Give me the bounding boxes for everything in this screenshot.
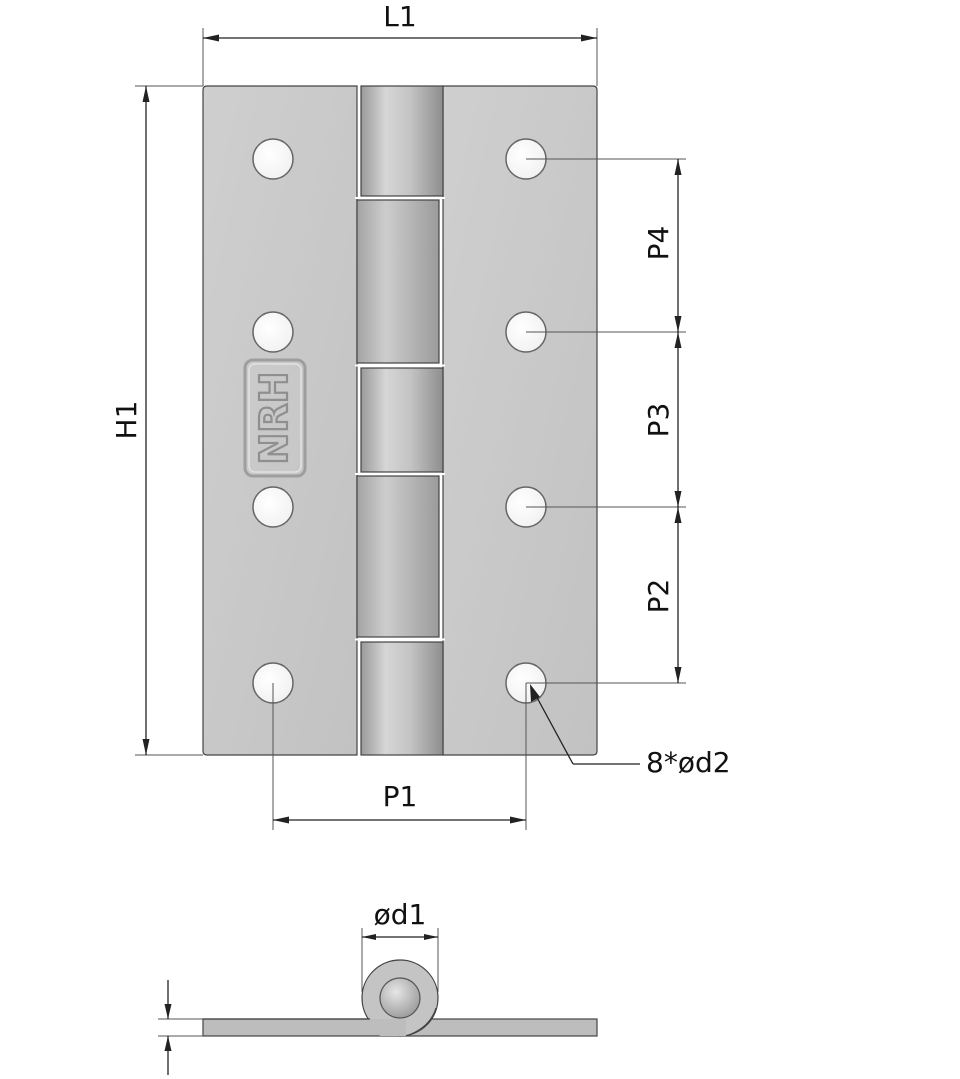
dimension-d1: ød1	[361, 898, 439, 992]
dimension-h1: H1	[110, 85, 203, 756]
hinge-side-view	[202, 959, 598, 1037]
label-p1: P1	[383, 780, 418, 813]
label-p2: P2	[642, 579, 675, 614]
mounting-hole	[252, 138, 294, 180]
dimension-p1: P1	[272, 683, 527, 830]
mounting-hole	[252, 486, 294, 528]
label-l1: L1	[383, 0, 416, 33]
label-p4: P4	[642, 226, 675, 261]
label-d1: ød1	[374, 898, 427, 931]
knuckle-segment-2	[356, 199, 440, 364]
label-h1: H1	[110, 401, 143, 440]
logo-lettering: NRH	[252, 372, 296, 465]
label-hole-spec: 8*ød2	[646, 746, 731, 779]
left-leaf	[202, 85, 358, 756]
right-leaf	[442, 85, 598, 756]
dimension-thickness	[158, 980, 203, 1075]
knuckle-segment-4	[356, 475, 440, 638]
pin-profile	[379, 977, 421, 1019]
knuckle-segment-3	[360, 367, 444, 473]
brand-logo: NRH	[243, 358, 307, 478]
knuckle-segment-5	[360, 641, 444, 756]
dimension-vertical-pitches: P4 P3 P2	[526, 158, 686, 684]
hole-callout: 8*ød2	[530, 684, 731, 779]
dimension-l1: L1	[202, 0, 598, 86]
mounting-hole	[252, 311, 294, 353]
knuckle-segment-1	[360, 85, 444, 197]
hinge-front-view: NRH	[202, 85, 598, 756]
label-p3: P3	[642, 403, 675, 438]
knuckle-barrel	[355, 85, 445, 756]
